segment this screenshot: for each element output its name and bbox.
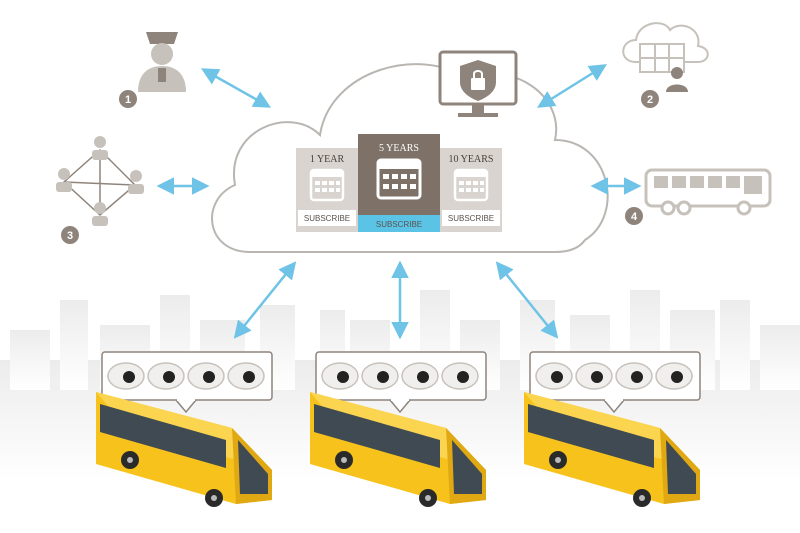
police-officer-icon (138, 32, 186, 92)
camera-icon (227, 362, 265, 390)
camera-icon (401, 362, 439, 390)
bus-with-cameras-left (96, 351, 273, 507)
calendar-icon (453, 168, 489, 202)
arrow-cloud-operator (537, 64, 607, 108)
calendar-icon (376, 158, 422, 200)
secure-monitor-icon (438, 50, 518, 117)
arrow-bus-left (233, 261, 297, 339)
plan-card-1-year[interactable]: 1 YEAR SUBSCRIBE (296, 148, 358, 232)
node-cloud-operator: 2 (622, 22, 709, 108)
cloud-operator-icon (622, 22, 709, 92)
camera-icon (147, 362, 185, 390)
yellow-bus (524, 392, 700, 507)
node-bus: 4 (625, 168, 772, 225)
node-number: 2 (647, 94, 653, 106)
plan-card-5-years[interactable]: 5 YEARS SUBSCRIBE (358, 134, 440, 232)
bus-icon (644, 168, 772, 216)
calendar-icon (309, 168, 345, 202)
camera-bubble (101, 351, 273, 414)
bus-with-cameras-right (524, 351, 701, 507)
node-number: 1 (125, 94, 131, 106)
arrow-bus-right (495, 261, 559, 339)
camera-icon (441, 362, 479, 390)
yellow-bus (96, 392, 272, 507)
yellow-bus (310, 392, 486, 507)
node-number: 3 (67, 230, 73, 242)
camera-icon (187, 362, 225, 390)
camera-icon (535, 362, 573, 390)
plan-label: 1 YEAR (310, 154, 345, 165)
camera-icon (321, 362, 359, 390)
subscribe-button-5-years[interactable]: SUBSCRIBE (376, 220, 422, 229)
plan-label: 5 YEARS (379, 143, 419, 154)
camera-bubble (529, 351, 701, 414)
connection-arrows (156, 64, 642, 340)
plan-label: 10 YEARS (449, 154, 494, 165)
node-network: 3 (56, 136, 144, 244)
bus-with-cameras-center (310, 351, 487, 507)
node-number: 4 (631, 211, 638, 223)
camera-icon (107, 362, 145, 390)
subscribe-button-1-year[interactable]: SUBSCRIBE (304, 214, 350, 223)
arrow-police (200, 68, 272, 108)
node-police: 1 (119, 32, 186, 108)
plan-card-10-years[interactable]: 10 YEARS SUBSCRIBE (440, 148, 502, 232)
camera-icon (575, 362, 613, 390)
camera-icon (615, 362, 653, 390)
camera-bubble (315, 351, 487, 414)
camera-icon (361, 362, 399, 390)
network-people-icon (56, 136, 144, 226)
camera-icon (655, 362, 693, 390)
subscribe-button-10-years[interactable]: SUBSCRIBE (448, 214, 494, 223)
